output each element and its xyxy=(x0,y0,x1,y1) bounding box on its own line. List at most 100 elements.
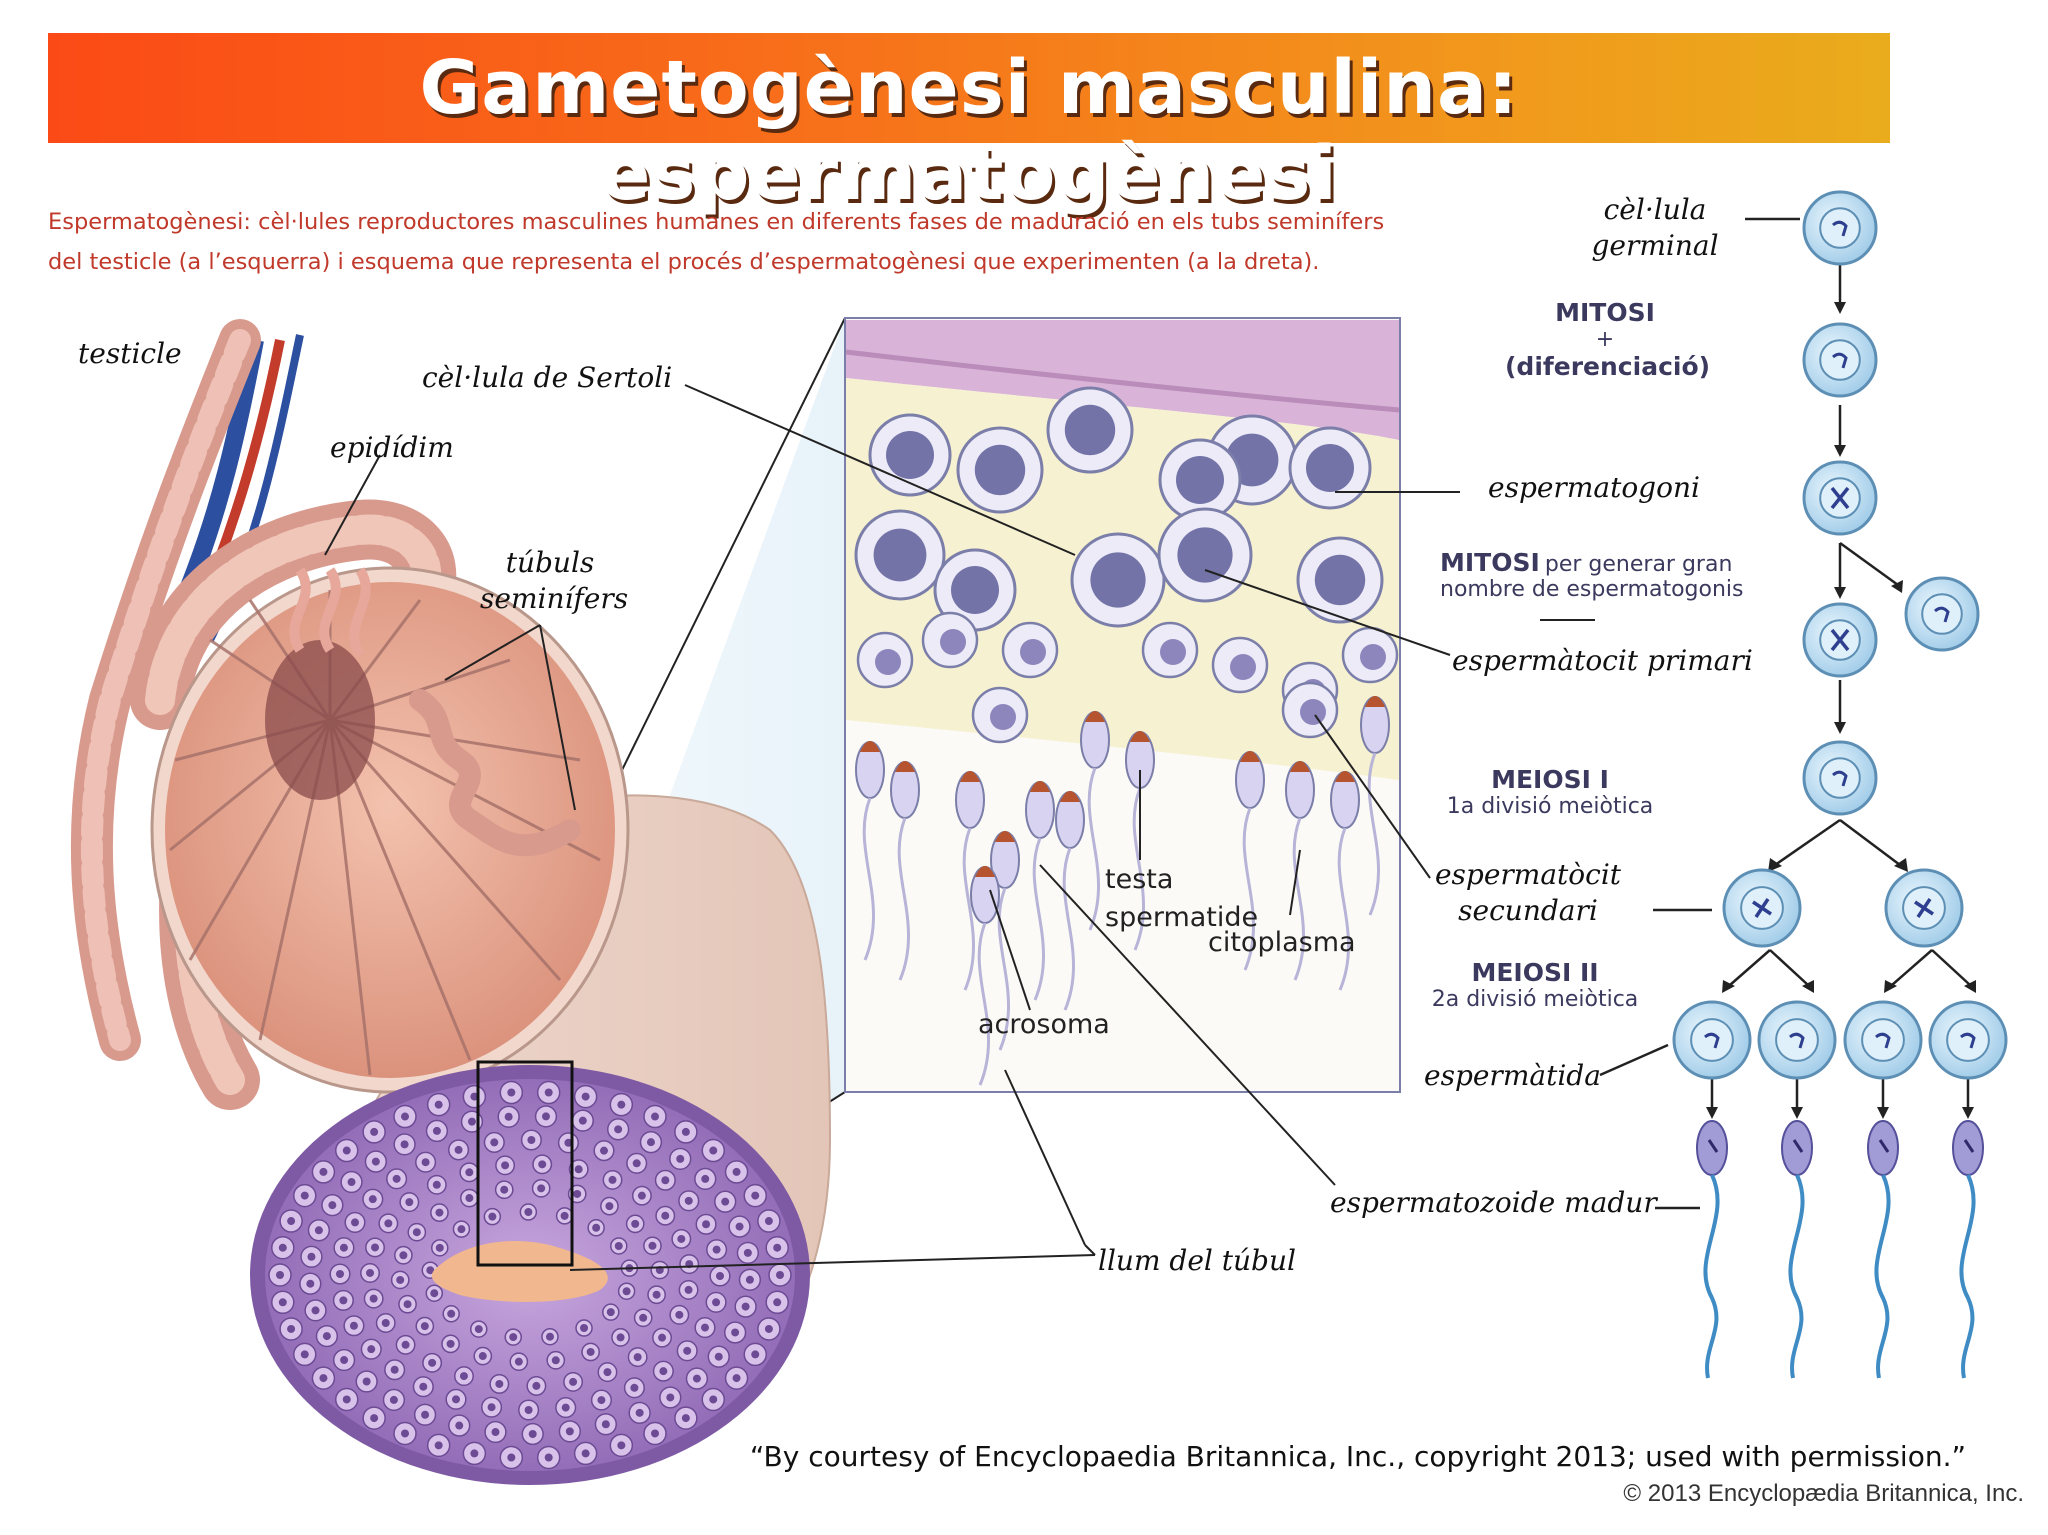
tubule-cell-nucleus xyxy=(401,1112,409,1121)
tubule-cell-nucleus xyxy=(573,1189,582,1198)
tubule-cell-nucleus xyxy=(614,1241,623,1250)
label-espermatogoni: espermatogoni xyxy=(1488,471,1700,504)
label-secundari-line2: secundari xyxy=(1458,894,1598,927)
stage-mitosi1-title: MITOSI xyxy=(1555,298,1655,327)
tubule-cell-nucleus xyxy=(401,1429,409,1438)
tubule-cell-nucleus xyxy=(328,1201,337,1210)
tubule-cell-nucleus xyxy=(564,1138,573,1147)
spermatozoon-nucleus xyxy=(1878,1139,1890,1153)
chromosome-mark xyxy=(1789,1032,1805,1049)
tubule-cell-nucleus xyxy=(631,1219,640,1228)
acrosome-cap xyxy=(1290,761,1310,772)
tubule-cell-nucleus xyxy=(614,1125,623,1134)
tubule-cell-nucleus xyxy=(648,1241,657,1250)
seminiferous-epithelium-zoom xyxy=(844,317,1401,1093)
caption-line-2: del testicle (a l’esquerra) i esquema qu… xyxy=(48,249,1320,275)
spermatogonium-nucleus xyxy=(1306,444,1354,492)
tubule-cell-nucleus xyxy=(741,1302,750,1311)
spermatocyte-nucleus xyxy=(940,629,966,655)
tubule-cell-nucleus xyxy=(776,1271,784,1279)
tubule-cell-nucleus xyxy=(743,1248,752,1257)
tubule-cell-nucleus xyxy=(581,1449,590,1458)
spermatid-tail xyxy=(862,797,875,961)
flow-cell-nucleus xyxy=(1819,757,1861,799)
acrosome-cap xyxy=(860,741,880,752)
copyright-line: © 2013 Encyclopædia Britannica, Inc. xyxy=(1623,1480,2024,1507)
tubule-cell-nucleus xyxy=(362,1377,371,1386)
tubule-cell-nucleus xyxy=(465,1168,474,1177)
tubule-cell-nucleus xyxy=(528,1429,537,1438)
tubule-cell-nucleus xyxy=(419,1382,428,1391)
tubule-cell-nucleus xyxy=(399,1251,408,1260)
acrosome-cap xyxy=(1085,711,1105,722)
tubule-cell-nucleus xyxy=(681,1127,690,1136)
tubule-cell-nucleus xyxy=(390,1365,399,1374)
tubule-cell-nucleus xyxy=(455,1421,464,1430)
tubule-cell-nucleus xyxy=(551,1356,560,1365)
tubule-cell-nucleus xyxy=(392,1174,401,1183)
tubule-cell-nucleus xyxy=(300,1191,309,1200)
tubule-cell-nucleus xyxy=(432,1180,441,1189)
label-secundari-line1: espermatòcit xyxy=(1434,858,1622,891)
tubule-cell-nucleus xyxy=(751,1191,760,1200)
tubule-cell-nucleus xyxy=(276,1271,284,1279)
tubule-cell-nucleus xyxy=(751,1350,760,1359)
flow-cell-nucleus xyxy=(1946,1018,1990,1062)
tubule-cell-nucleus xyxy=(692,1374,701,1383)
caption-line-1: Espermatogènesi: cèl·lules reproductores… xyxy=(48,209,1385,235)
tubule-cell-nucleus xyxy=(661,1211,670,1220)
stage-meiosi2-title: MEIOSI II xyxy=(1471,958,1599,987)
tubule-cell-nucleus xyxy=(314,1226,323,1235)
tubule-cell-nucleus xyxy=(470,1092,479,1101)
tubule-cell-nucleus xyxy=(287,1217,296,1226)
spermatogonium-nucleus xyxy=(1176,456,1224,504)
tubule-cell-nucleus xyxy=(306,1279,315,1288)
tubule-cell-nucleus xyxy=(367,1345,376,1354)
tubule-cell-nucleus xyxy=(405,1198,414,1207)
spermatocyte-nucleus xyxy=(1360,644,1386,670)
tubule-cell-nucleus xyxy=(347,1178,356,1187)
tubule-cell-nucleus xyxy=(652,1290,661,1299)
spermatozoon-tail xyxy=(1788,1174,1805,1379)
chromosome-mark xyxy=(1704,1032,1720,1049)
tubule-cell-nucleus xyxy=(701,1174,710,1183)
spermatid-tail xyxy=(1087,767,1100,931)
flow-cell-nucleus xyxy=(1690,1018,1734,1062)
tubule-cell-nucleus xyxy=(745,1275,754,1284)
tubule-cell-nucleus xyxy=(635,1408,644,1417)
tubule-cell-nucleus xyxy=(608,1175,617,1184)
stage-meiosi1-sub: 1a divisió meiòtica xyxy=(1446,794,1654,819)
tubule-cell-nucleus xyxy=(447,1309,456,1318)
acrosome-cap xyxy=(1365,696,1385,707)
tubule-cell-nucleus xyxy=(470,1449,479,1458)
tubule-cell-nucleus xyxy=(773,1243,782,1252)
label-germinal-line2: germinal xyxy=(1591,229,1719,262)
tubule-cell-nucleus xyxy=(561,1403,570,1412)
tubule-cell-nucleus xyxy=(454,1145,463,1154)
chromosome-mark xyxy=(1832,770,1848,787)
tubule-cell-nucleus xyxy=(507,1453,516,1462)
stage-meiosi-1: MEIOSI I 1a divisió meiòtica xyxy=(1430,765,1670,819)
tubule-cell-nucleus xyxy=(452,1395,461,1404)
tubule-cell-nucleus xyxy=(401,1340,410,1349)
tubule-cell-nucleus xyxy=(465,1194,474,1203)
spermatogonium-nucleus xyxy=(974,444,1026,496)
spermatid-tail xyxy=(962,827,975,991)
label-testa: testa xyxy=(1105,864,1174,895)
acrosome-cap xyxy=(895,761,915,772)
tubule-cell-nucleus xyxy=(639,1313,648,1322)
tubule-cell-nucleus xyxy=(488,1212,497,1221)
tubule-cell-nucleus xyxy=(421,1158,430,1167)
tubule-cell-nucleus xyxy=(307,1252,316,1261)
tubule-cell-nucleus xyxy=(574,1165,583,1174)
stage-mitosi2-sub-b: nombre de espermatogonis xyxy=(1440,577,1744,602)
tubule-cell-nucleus xyxy=(319,1374,328,1383)
spermatozoon-tail xyxy=(1959,1174,1976,1379)
chromosome-mark xyxy=(1830,486,1850,510)
figure-caption: Espermatogènesi: cèl·lules reproductores… xyxy=(48,202,1448,282)
tubule-cell-nucleus xyxy=(467,1117,476,1126)
tubule-cell-nucleus xyxy=(278,1243,287,1252)
tubule-cell-nucleus xyxy=(603,1368,612,1377)
acrosome-cap xyxy=(1030,781,1050,792)
spermatocyte-nucleus xyxy=(990,704,1016,730)
